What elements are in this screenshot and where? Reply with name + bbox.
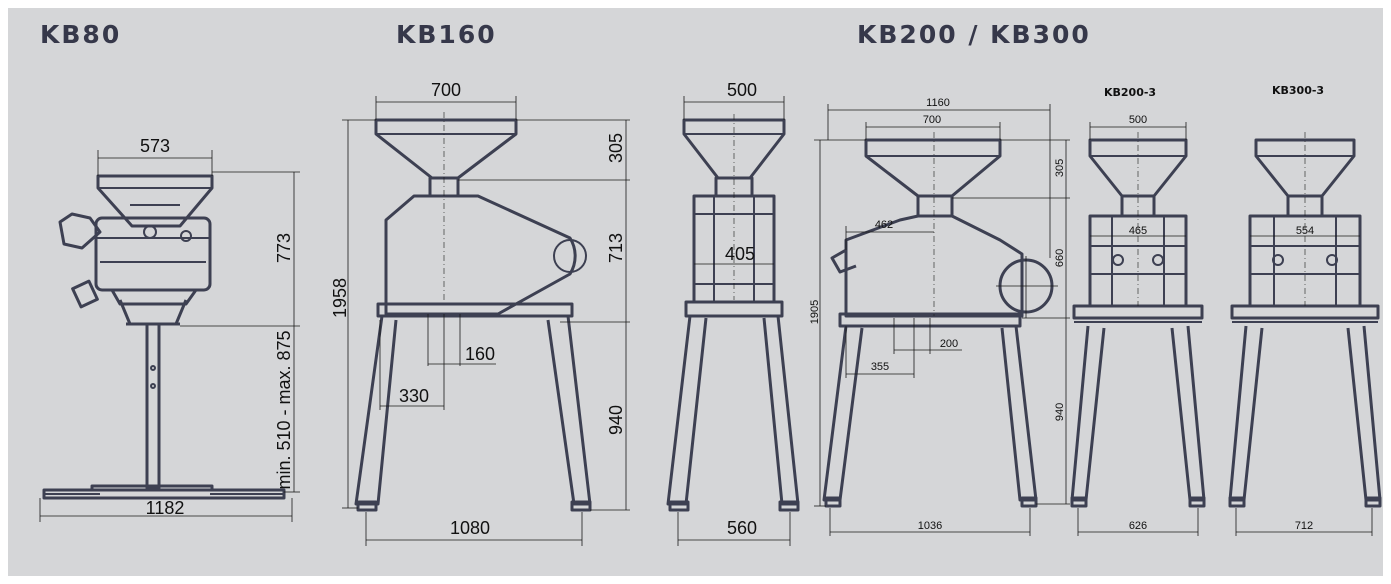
kb200-total-height-label: 1905 [809, 300, 821, 324]
subtitle-kb200-3: KB200-3 [1104, 86, 1157, 99]
subtitle-kb300-3: KB300-3 [1272, 84, 1325, 97]
kb200-3-body-width-label: 465 [1129, 225, 1147, 237]
kb160-front-body-width-label: 405 [725, 244, 755, 264]
kb80-base-width-label: 1182 [146, 498, 185, 518]
kb200-outlet-width-label: 200 [940, 338, 958, 350]
title-kb80: KB80 [40, 20, 122, 49]
kb160-front-hopper-width-label: 500 [727, 80, 757, 100]
kb200-inlet-offset-label: 462 [875, 219, 893, 231]
kb80-dimensions: 573 773 min. 510 - max. 875 1182 [39, 136, 300, 522]
kb160-front-leg-span-label: 560 [727, 518, 757, 538]
kb160-leg-span-label: 1080 [450, 518, 490, 538]
kb200-leg-height-label: 940 [1054, 403, 1066, 421]
kb80-hopper-height-label: 773 [274, 233, 294, 263]
kb160-hopper-height-label: 305 [606, 133, 626, 163]
kb200-3-dimensions: 500 465 626 [1077, 114, 1199, 536]
kb200-hopper-height-label: 305 [1054, 159, 1066, 177]
kb160-outlet-width-label: 160 [465, 344, 495, 364]
kb300-3-leg-span-label: 712 [1295, 520, 1313, 532]
kb200-hopper-width-label: 700 [923, 114, 941, 126]
kb200-3-machine [1070, 138, 1206, 508]
kb200-3-leg-span-label: 626 [1129, 520, 1147, 532]
kb300-3-machine [1228, 138, 1382, 508]
kb160-front-machine [666, 118, 800, 512]
kb160-hopper-width-label: 700 [431, 80, 461, 100]
kb200-side-dimensions: 1160 700 305 660 940 1905 462 200 [809, 97, 1070, 536]
kb300-3-body-width-label: 554 [1296, 225, 1314, 237]
kb200-body-height-label: 660 [1054, 249, 1066, 267]
kb160-side-machine [354, 118, 592, 512]
kb160-outlet-offset-label: 330 [399, 386, 429, 406]
kb160-side-dimensions: 700 305 713 940 1958 160 330 108 [330, 80, 630, 546]
kb80-machine [42, 174, 286, 500]
title-kb200-kb300: KB200 / KB300 [857, 20, 1091, 49]
kb200-3-hopper-width-label: 500 [1129, 114, 1147, 126]
kb160-total-height-label: 1958 [330, 278, 350, 318]
kb200-side-machine [822, 138, 1058, 508]
title-kb160: KB160 [396, 20, 497, 49]
kb200-leg-span-label: 1036 [918, 520, 942, 532]
kb200-overall-width-label: 1160 [926, 97, 950, 109]
kb160-leg-height-label: 940 [606, 405, 626, 435]
kb160-front-dimensions: 500 405 560 [677, 80, 791, 546]
kb80-stand-height-label: min. 510 - max. 875 [274, 330, 294, 489]
kb160-body-height-label: 713 [606, 233, 626, 263]
kb80-hopper-width-label: 573 [140, 136, 170, 156]
kb300-3-dimensions: 554 712 [1235, 132, 1373, 536]
kb200-outlet-offset-label: 355 [871, 361, 889, 373]
